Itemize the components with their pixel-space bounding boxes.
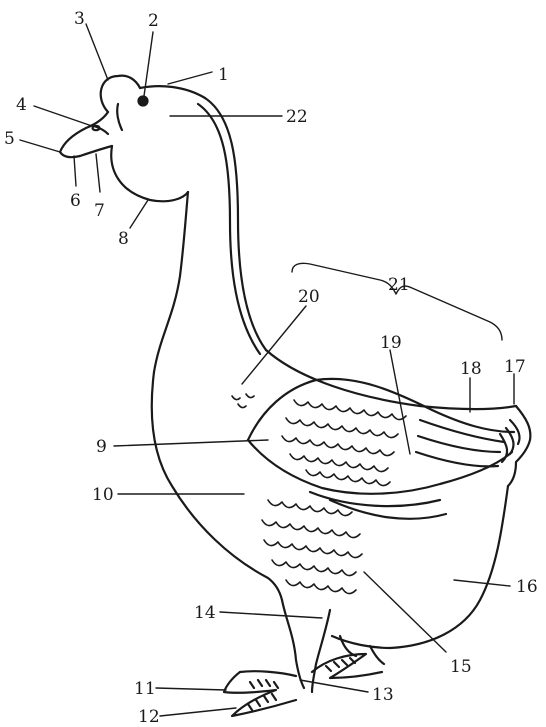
callout-22: 22 xyxy=(286,107,308,127)
leader-8 xyxy=(130,200,148,228)
callout-18: 18 xyxy=(460,359,482,379)
callout-11: 11 xyxy=(134,679,156,699)
front-leg-back xyxy=(312,610,330,692)
callout-10: 10 xyxy=(92,485,114,505)
leader-12 xyxy=(160,708,236,716)
callout-15: 15 xyxy=(450,657,472,677)
shoulder-marks xyxy=(232,394,254,408)
head-knob xyxy=(101,76,140,112)
callout-3: 3 xyxy=(74,9,85,29)
callout-2: 2 xyxy=(148,11,159,31)
callout-13: 13 xyxy=(372,685,394,705)
callout-16: 16 xyxy=(516,577,538,597)
leader-lines xyxy=(20,24,514,716)
callout-4: 4 xyxy=(16,95,27,115)
callout-19: 19 xyxy=(380,333,402,353)
front-foot-bottom xyxy=(224,672,296,716)
callout-1: 1 xyxy=(218,65,229,85)
leader-15 xyxy=(364,572,446,652)
callout-8: 8 xyxy=(118,229,129,249)
breast-belly xyxy=(152,372,282,600)
leader-9 xyxy=(114,440,268,446)
front-foot-top xyxy=(240,671,296,676)
leader-20 xyxy=(242,306,306,384)
neck-back-outer xyxy=(205,98,266,350)
leader-11 xyxy=(156,688,226,690)
callout-7: 7 xyxy=(94,201,105,221)
callout-9: 9 xyxy=(96,437,107,457)
leader-5 xyxy=(20,140,60,152)
callout-14: 14 xyxy=(194,603,216,623)
neck-front xyxy=(154,192,188,372)
head-outline xyxy=(140,86,205,98)
flank-scallops xyxy=(262,500,362,594)
leader-7 xyxy=(96,154,100,192)
face-line xyxy=(117,104,122,130)
upper-bill xyxy=(60,112,108,157)
dewlap-pouch xyxy=(111,146,188,201)
leader-14 xyxy=(220,612,322,618)
eye xyxy=(139,97,148,106)
callout-17: 17 xyxy=(504,357,526,377)
leader-16 xyxy=(454,580,510,586)
leader-3 xyxy=(86,24,108,80)
tail xyxy=(500,406,530,486)
wing-scallops xyxy=(282,400,406,486)
callout-20: 20 xyxy=(298,287,320,307)
callout-6: 6 xyxy=(70,191,81,211)
leader-4 xyxy=(34,106,92,126)
leader-6 xyxy=(74,156,76,186)
callout-12: 12 xyxy=(138,707,160,727)
callout-21: 21 xyxy=(388,275,410,295)
nostril xyxy=(93,126,100,130)
callout-5: 5 xyxy=(4,129,15,149)
leader-1 xyxy=(168,72,212,84)
leader-13 xyxy=(300,680,368,692)
